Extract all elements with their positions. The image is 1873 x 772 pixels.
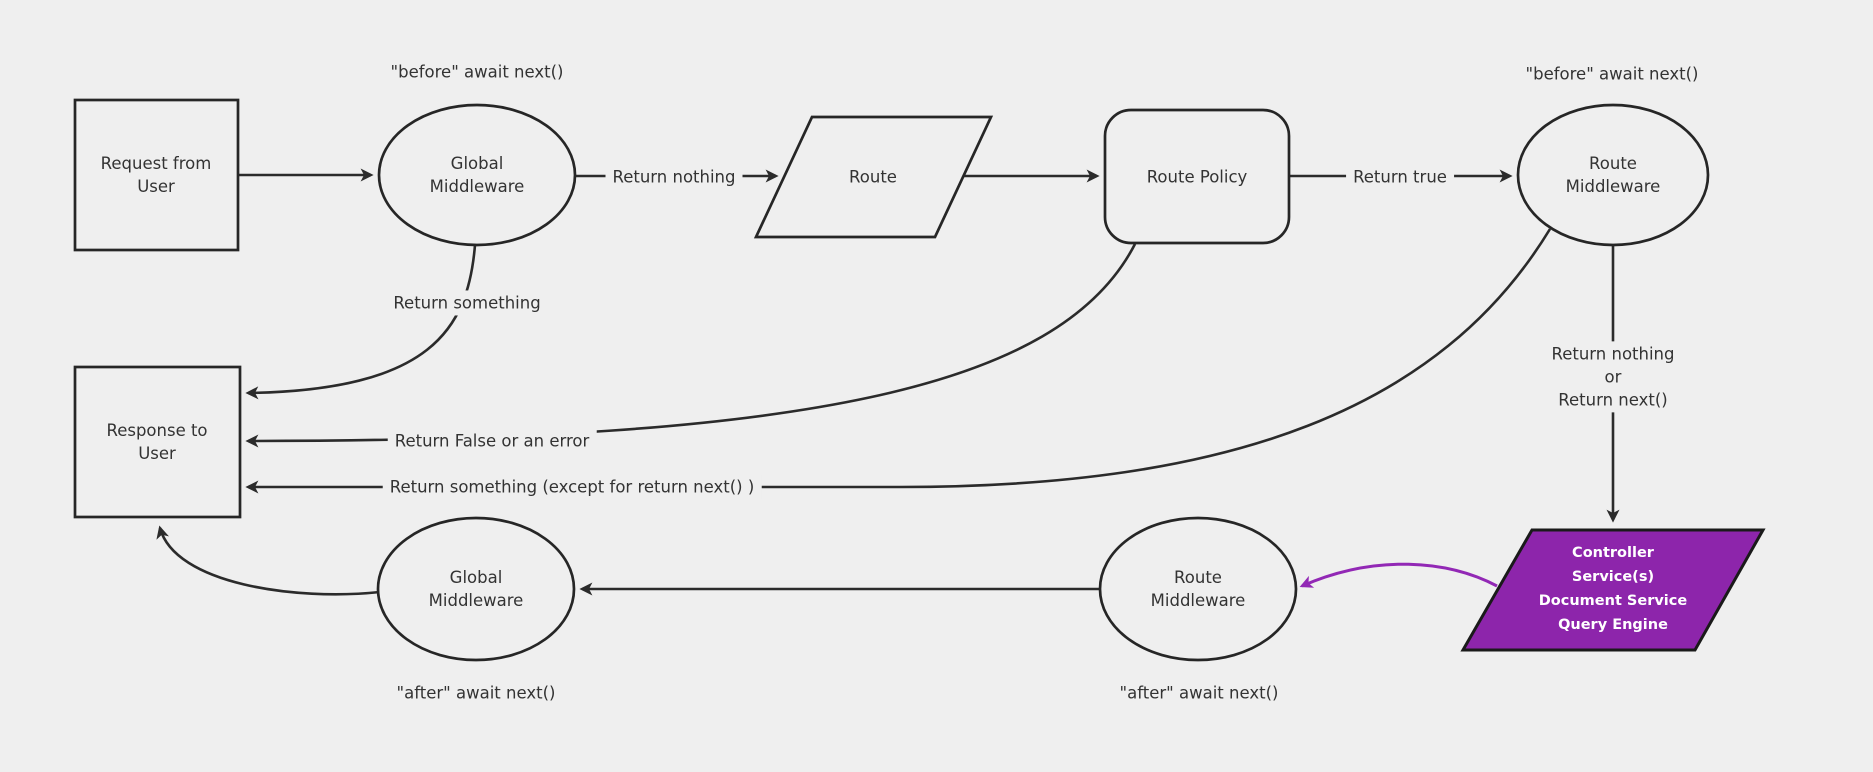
edge-label-return-something-except: Return something (except for return next… [382, 474, 762, 500]
edge-controller-to-route-mw-bottom [1299, 562, 1498, 588]
node-global-middleware-top-shape [377, 103, 577, 247]
node-request-from-user-shape [73, 98, 240, 252]
node-global-middleware-bottom-shape [376, 516, 576, 662]
edge-label-return-false-or-error: Return False or an error [387, 428, 597, 454]
edge-return-something [245, 244, 477, 400]
edge-label-before-await-next-left: "before" await next() [390, 62, 564, 82]
node-response-to-user-shape [73, 365, 242, 519]
node-response-to-user-label: Response to User [106, 420, 208, 463]
edge-return-false-or-error [245, 243, 1137, 448]
edge-return-something-except [245, 228, 1552, 494]
node-route-middleware-top-label: Route Middleware [1565, 153, 1661, 196]
node-controller-shape [1460, 528, 1766, 652]
node-route-middleware-bottom-shape [1098, 516, 1298, 662]
edge-label-after-await-next-right: "after" await next() [1119, 683, 1279, 703]
edge-label-before-await-next-right: "before" await next() [1525, 64, 1699, 84]
node-route-policy-label: Route Policy [1146, 167, 1248, 187]
node-route-middleware-top-shape [1516, 103, 1710, 247]
edge-global-mw-bottom-to-response [156, 525, 381, 596]
edge-label-return-something: Return something [386, 290, 548, 316]
edge-label-return-true: Return true [1346, 164, 1454, 190]
edge-label-return-nothing: Return nothing [605, 164, 743, 190]
node-controller-label: Controller Service(s) Document Service Q… [1538, 545, 1688, 633]
edge-label-after-await-next-left: "after" await next() [396, 683, 556, 703]
edge-label-return-nothing-or-next: Return nothing or Return next() [1544, 341, 1682, 413]
node-request-from-user-label: Request from User [100, 153, 212, 196]
node-route-shape [753, 115, 994, 239]
node-route-label: Route [849, 167, 897, 187]
node-global-middleware-bottom-label: Global Middleware [428, 567, 524, 610]
node-global-middleware-top-label: Global Middleware [429, 153, 525, 196]
node-route-middleware-bottom-label: Route Middleware [1150, 567, 1246, 610]
node-route-policy-shape [1103, 108, 1291, 245]
